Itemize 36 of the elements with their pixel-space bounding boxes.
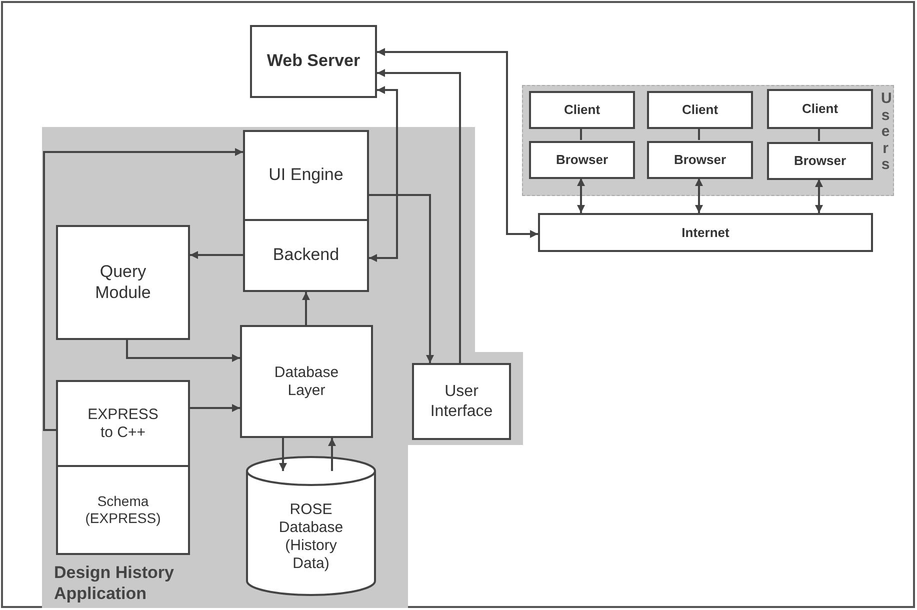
process-box: Backend [243, 219, 369, 292]
connector-line [698, 128, 700, 140]
arrow [577, 178, 585, 213]
arrow [43, 148, 243, 431]
arrow [369, 86, 398, 262]
process-box: User Interface [412, 363, 511, 440]
users-region [522, 85, 894, 196]
region-title: Design History Application [54, 563, 175, 604]
arrow [695, 178, 703, 213]
arrow [377, 69, 461, 363]
process-box: Browser [647, 141, 753, 179]
arrow [815, 179, 823, 213]
process-box: Client [767, 89, 873, 129]
process-box: Query Module [56, 225, 190, 340]
arrow [190, 404, 240, 412]
arrow [126, 340, 240, 362]
arrow [190, 251, 243, 259]
database-label: ROSE Database (History Data) [278, 501, 344, 573]
process-box: Browser [529, 141, 635, 179]
arrow [328, 438, 336, 471]
process-box: Web Server [250, 25, 377, 98]
arrow [302, 292, 310, 325]
process-box: Client [647, 91, 753, 129]
process-box: EXPRESS to C++ [56, 380, 190, 467]
process-box: Schema (EXPRESS) [56, 465, 190, 555]
arrow [279, 438, 287, 471]
process-box: UI Engine [243, 130, 369, 221]
process-box: Internet [538, 213, 873, 252]
connector-line [580, 128, 582, 140]
connector-line [818, 128, 820, 141]
process-box: Browser [767, 142, 873, 180]
process-box: Database Layer [240, 325, 373, 438]
region-title: Users [881, 91, 890, 174]
process-box: Client [529, 91, 635, 129]
arrow [377, 48, 538, 238]
arrow [369, 194, 434, 363]
